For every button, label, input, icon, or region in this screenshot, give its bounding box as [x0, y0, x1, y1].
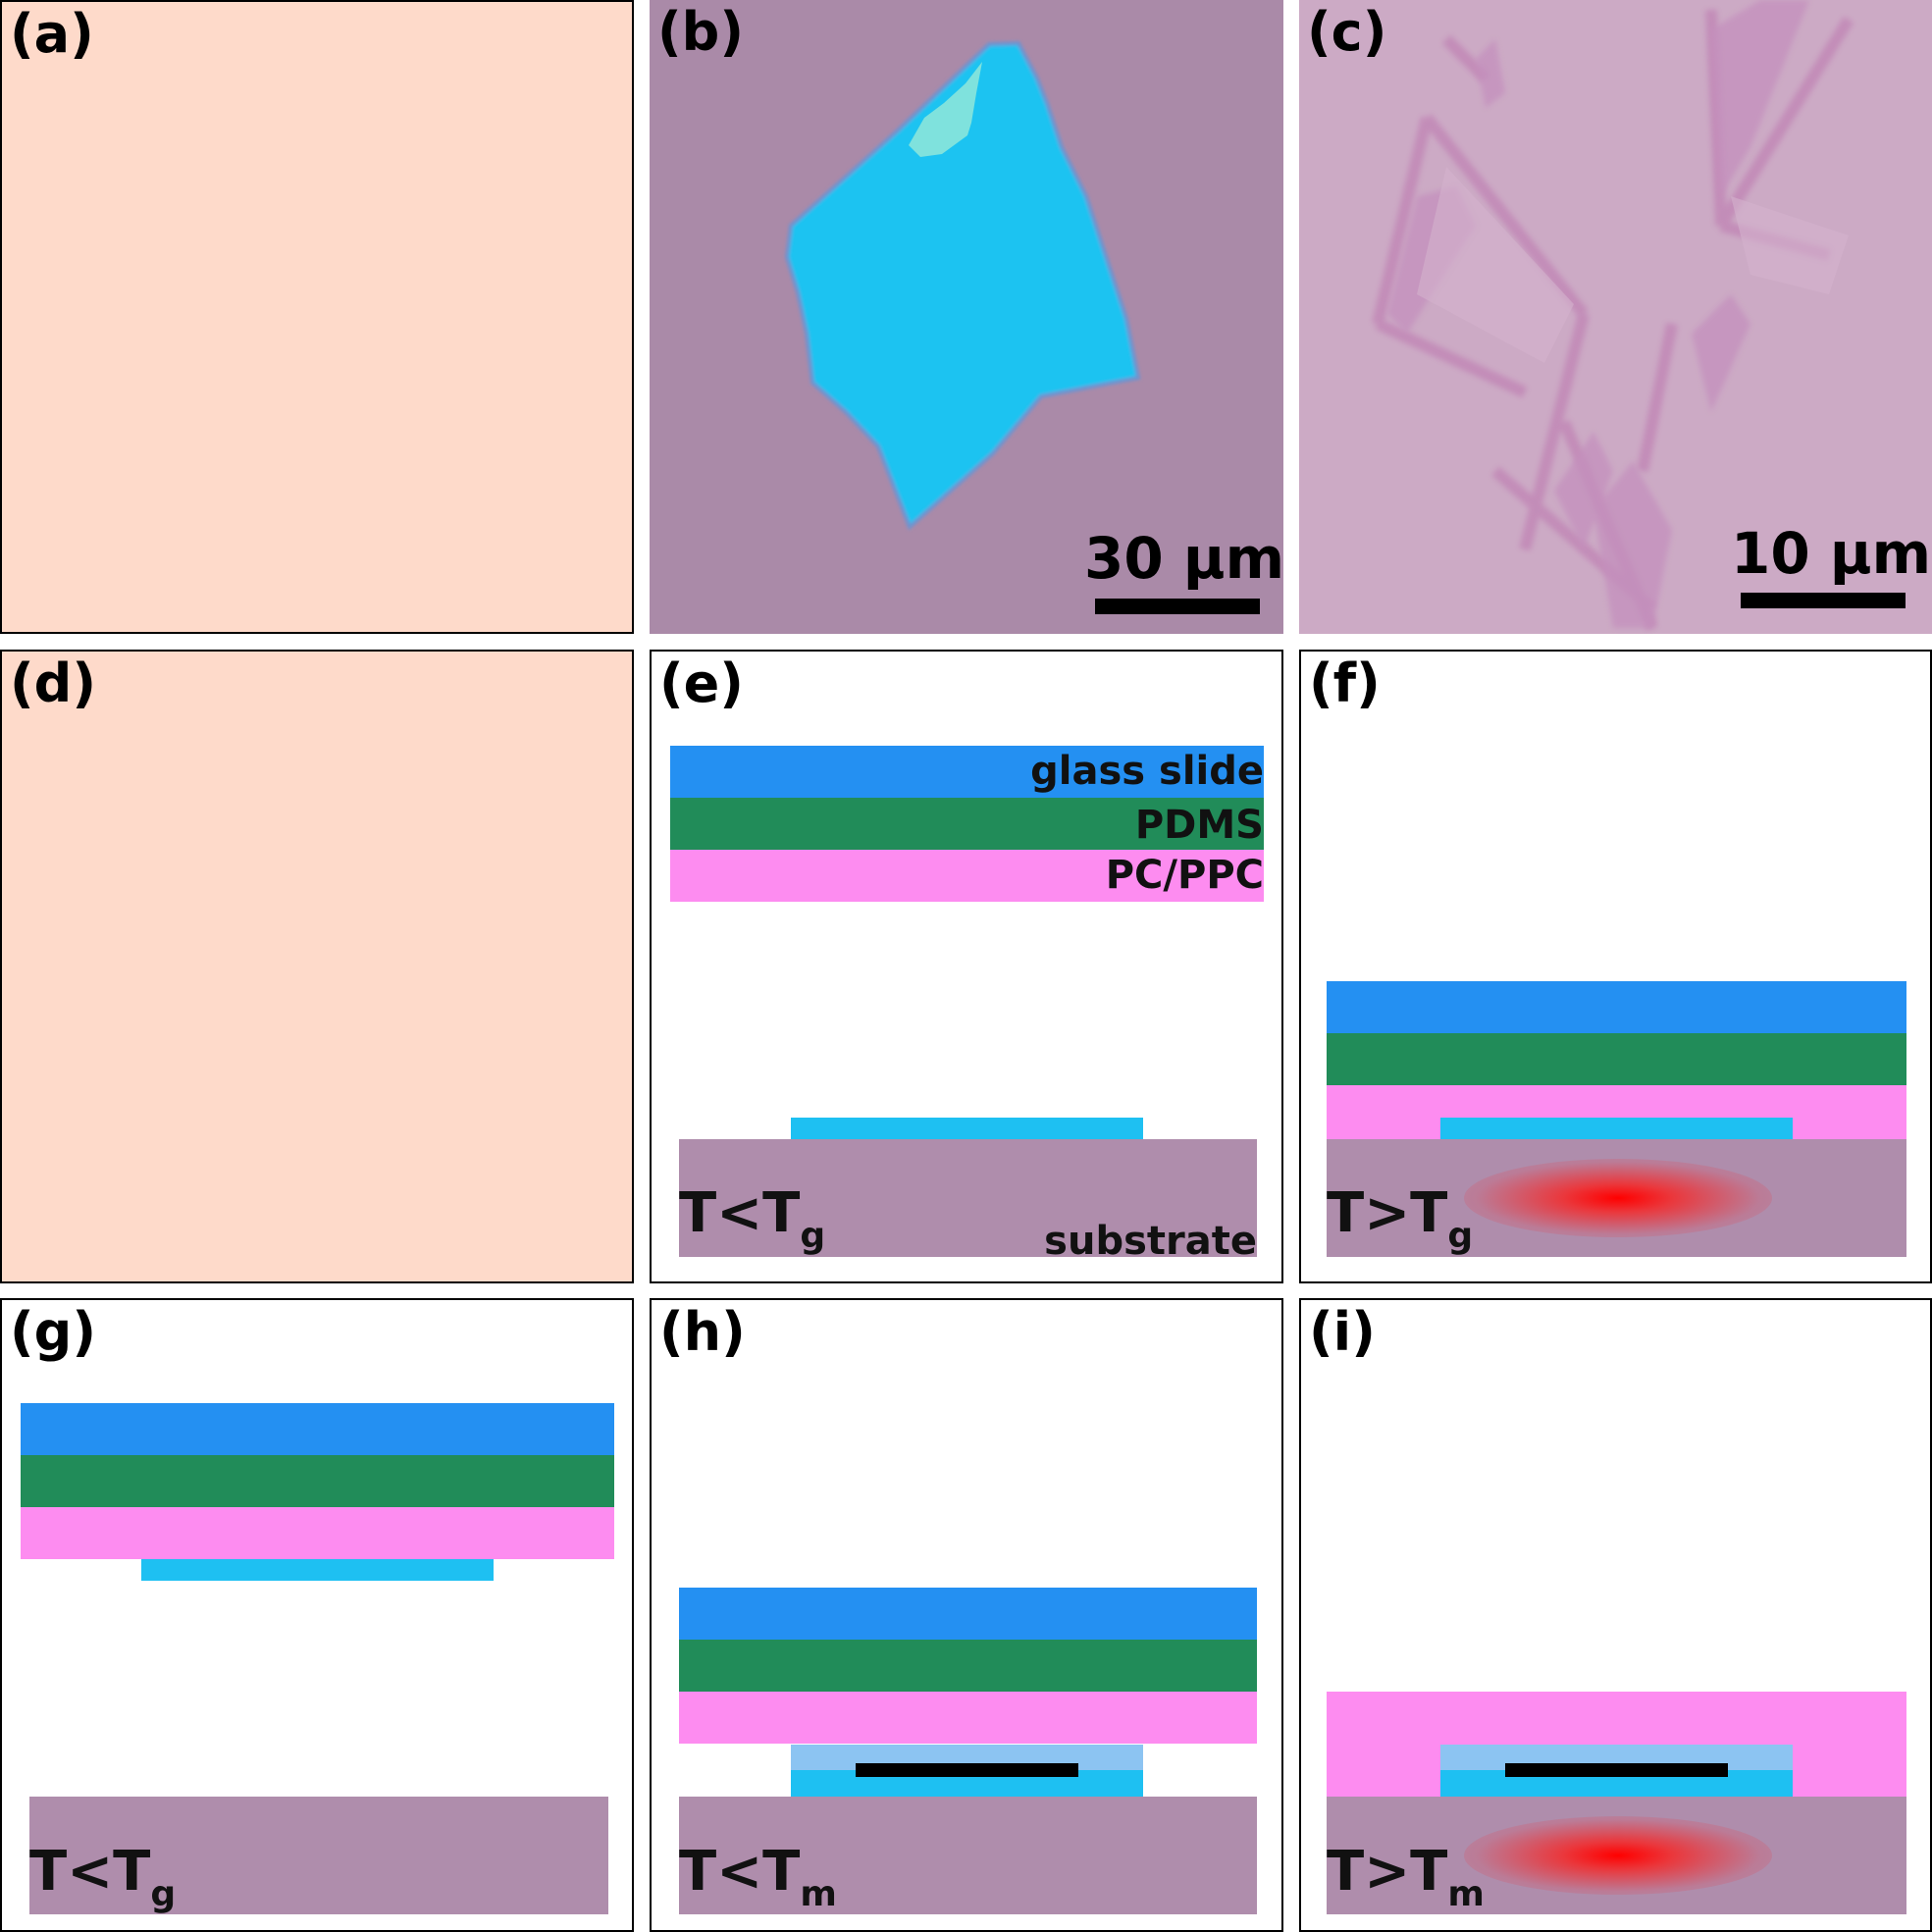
temperature-main-i: T>T: [1327, 1840, 1448, 1904]
panel-d: (d): [0, 650, 634, 1283]
temperature-main-e: T<T: [679, 1181, 801, 1245]
panel-h: (h) T<Tm: [650, 1298, 1283, 1932]
pdms-layer: [21, 1455, 614, 1507]
scale-bar-label-c: 10 μm: [1731, 520, 1932, 587]
panel-label-b: (b): [657, 1, 745, 63]
panel-label-i: (i): [1309, 1301, 1376, 1363]
panel-label-f: (f): [1309, 653, 1381, 714]
panel-label-c: (c): [1307, 1, 1387, 63]
scale-bar-label-b: 30 μm: [1084, 525, 1283, 592]
temperature-label-f: T>Tg: [1327, 1186, 1473, 1254]
temperature-main-h: T<T: [679, 1840, 801, 1904]
pc-ppc-layer: [679, 1692, 1257, 1744]
flake-layer: [791, 1118, 1143, 1139]
panel-e: (e) glass slide PDMS PC/PPC substrate T<…: [650, 650, 1283, 1283]
temperature-sub-h: m: [800, 1874, 837, 1915]
temperature-label-e: T<Tg: [679, 1186, 825, 1254]
scale-bar-c: [1741, 593, 1906, 608]
glass-slide-layer: [679, 1588, 1257, 1640]
substrate-layer: [679, 1797, 1257, 1914]
panel-g: (g) T<Tg: [0, 1298, 634, 1932]
panel-a: (a): [0, 0, 634, 634]
flake-layer: [1440, 1118, 1793, 1139]
glass-slide-label: glass slide: [1030, 749, 1264, 794]
temperature-sub-f: g: [1447, 1216, 1474, 1257]
temperature-main-f: T>T: [1327, 1181, 1448, 1245]
panel-f: (f) T>Tg: [1299, 650, 1932, 1283]
substrate-layer: substrate: [679, 1139, 1257, 1261]
panel-label-a: (a): [10, 3, 94, 65]
pdms-layer: PDMS: [670, 798, 1264, 850]
temperature-label-i: T>Tm: [1327, 1845, 1485, 1912]
panel-label-h: (h): [659, 1301, 746, 1363]
scale-bar-b: [1095, 599, 1260, 614]
panel-label-g: (g): [10, 1301, 97, 1363]
pc-ppc-layer: PC/PPC: [670, 850, 1264, 902]
thin-flake-layer: [1505, 1763, 1728, 1777]
panel-b: (b) 30 μm: [650, 0, 1283, 634]
pdms-label: PDMS: [1134, 803, 1264, 848]
thin-flake-layer: [856, 1763, 1078, 1777]
pdms-layer: [679, 1640, 1257, 1692]
multilayer-micrograph: [1299, 0, 1932, 634]
heat-spot: [1464, 1159, 1772, 1237]
substrate-label: substrate: [1044, 1219, 1257, 1264]
temperature-main-g: T<T: [29, 1840, 151, 1904]
temperature-label-h: T<Tm: [679, 1845, 837, 1912]
panel-label-e: (e): [659, 653, 744, 714]
temperature-sub-e: g: [800, 1216, 826, 1257]
glass-slide-layer: [1327, 981, 1906, 1033]
temperature-sub-i: m: [1447, 1874, 1485, 1915]
panel-label-d: (d): [10, 653, 97, 714]
panel-c: (c) 10 μm: [1299, 0, 1932, 634]
temperature-sub-g: g: [150, 1874, 177, 1915]
flake-micrograph: [650, 0, 1283, 634]
heat-spot: [1464, 1816, 1772, 1895]
substrate-layer: [29, 1797, 608, 1914]
temperature-label-g: T<Tg: [29, 1845, 176, 1912]
pc-ppc-layer: [21, 1507, 614, 1559]
pdms-layer: [1327, 1033, 1906, 1085]
panel-i: (i) T>Tm: [1299, 1298, 1932, 1932]
flake-layer: [141, 1559, 494, 1581]
pc-ppc-label: PC/PPC: [1105, 853, 1264, 898]
glass-slide-layer: [21, 1403, 614, 1455]
glass-slide-layer: glass slide: [670, 746, 1264, 798]
